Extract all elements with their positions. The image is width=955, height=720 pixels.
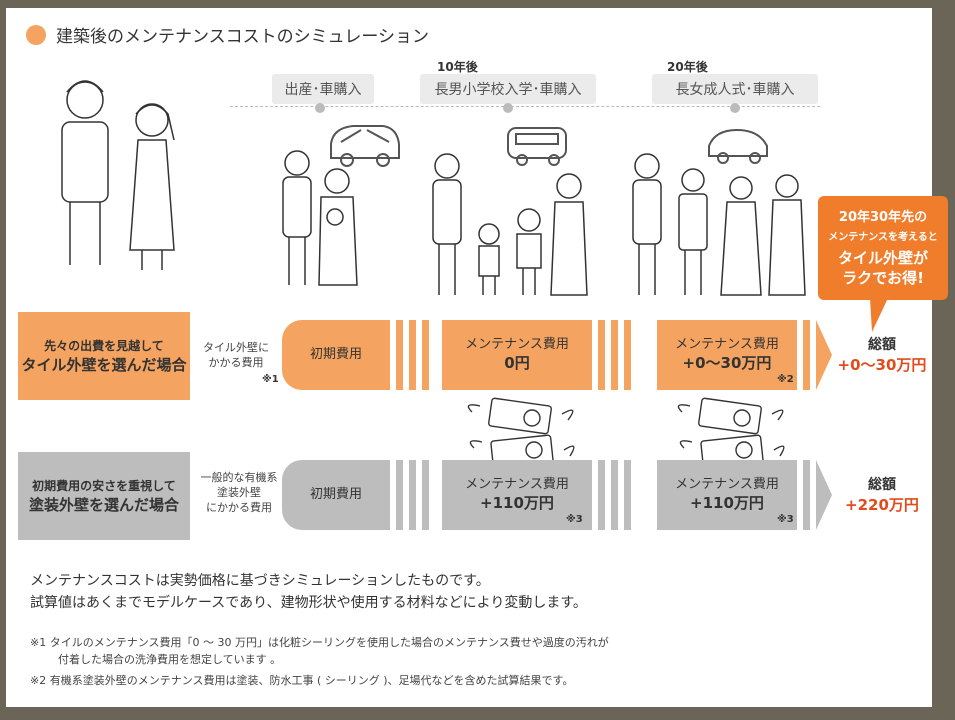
paint-seg2-note: ※3	[777, 514, 794, 525]
paint-cost-bar: 初期費用 メンテナンス費用 +110万円 メンテナンス費用 +110万円	[282, 460, 832, 530]
milestone-20y-label: 長女成人式･車購入	[675, 82, 795, 98]
timeline-dot	[730, 103, 740, 113]
bar-stripe	[611, 320, 618, 390]
tile-initial-label: 初期費用	[309, 347, 362, 362]
tile-seg1-value: 0円	[504, 354, 530, 372]
tile-sub-line1: タイル外壁に	[203, 341, 269, 354]
minivan-icon	[507, 127, 567, 166]
car-icon	[330, 125, 400, 167]
paint-sub-line1: 一般的な有機系	[200, 471, 278, 484]
arrow-head-icon	[816, 460, 832, 530]
timeline-dot	[503, 103, 513, 113]
tile-maintenance-10y: メンテナンス費用 0円	[442, 320, 592, 390]
tile-row-label: 先々の出費を見越して タイル外壁を選んだ場合	[18, 312, 190, 400]
paint-seg1-value: +110万円	[480, 494, 554, 512]
bar-stripe	[803, 320, 810, 390]
family-adult-illustration-icon	[632, 153, 806, 296]
family-school-illustration-icon	[432, 153, 588, 296]
explanation-line2: 試算値はあくまでモデルケースであり、建物形状や使用する材料などにより変動します。	[30, 595, 587, 611]
paint-initial-label: 初期費用	[309, 487, 362, 502]
paint-total-label: 総額	[868, 477, 896, 493]
paint-row-label-small: 初期費用の安さを重視して	[32, 479, 176, 493]
bar-stripe	[624, 320, 631, 390]
paint-total: 総額 +220万円	[832, 475, 932, 515]
bar-stripe	[803, 460, 810, 530]
tile-row-sublabel: タイル外壁に かかる費用	[196, 340, 276, 370]
paint-row-sublabel: 一般的な有機系 塗装外壁 にかかる費用	[196, 470, 282, 515]
bar-stripe	[396, 460, 403, 530]
bullet-dot-icon	[26, 24, 46, 45]
arrow-head-icon	[816, 320, 832, 390]
tile-seg2-label: メンテナンス費用	[675, 337, 779, 352]
couple-illustration-icon	[61, 80, 175, 270]
footnote-1: ※1 タイルのメンテナンス費用「0 〜 30 万円」は化粧シーリングを使用した場…	[30, 634, 609, 668]
paint-seg2-label: メンテナンス費用	[675, 477, 779, 492]
tile-row-label-big: タイル外壁を選んだ場合	[21, 356, 187, 374]
tile-initial-cost: 初期費用	[282, 320, 390, 390]
callout-line4: ラクでお得!	[842, 269, 924, 287]
paint-seg1-label: メンテナンス費用	[465, 477, 569, 492]
tile-total-value: +0〜30万円	[837, 356, 927, 374]
bar-stripe	[409, 460, 416, 530]
tile-total-label: 総額	[868, 337, 896, 353]
paint-maintenance-20y: メンテナンス費用 +110万円	[657, 460, 797, 530]
bar-stripe	[396, 320, 403, 390]
bar-stripe	[409, 320, 416, 390]
bar-stripe	[598, 320, 605, 390]
tile-sub-note: ※1	[262, 374, 279, 385]
tile-row-label-small: 先々の出費を見越して	[44, 339, 164, 353]
heading-text: 建築後のメンテナンスコストのシミュレーション	[56, 27, 429, 47]
paint-initial-cost: 初期費用	[282, 460, 390, 530]
paint-total-value: +220万円	[845, 496, 919, 514]
tile-maintenance-20y: メンテナンス費用 +0〜30万円	[657, 320, 797, 390]
bar-stripe	[611, 460, 618, 530]
milestone-10y: 長男小学校入学･車購入	[420, 74, 596, 104]
paint-sub-line2: 塗装外壁	[217, 486, 261, 499]
milestone-10y-label: 長男小学校入学･車購入	[434, 82, 582, 98]
footnote-1b: 付着した場合の洗浄費用を想定しています 。	[58, 653, 282, 666]
paint-sub-line3: にかかる費用	[206, 501, 272, 514]
paint-seg2-value: +110万円	[690, 494, 764, 512]
bar-stripe	[598, 460, 605, 530]
callout-pointer-icon	[870, 298, 888, 332]
callout-line1: 20年30年先の	[838, 210, 928, 225]
tile-cost-bar: 初期費用 メンテナンス費用 0円 メンテナンス費用 +0〜30万円	[282, 320, 832, 390]
tile-sub-line2: かかる費用	[208, 356, 264, 369]
timeline-dot	[315, 103, 325, 113]
milestone-20y-year: 20年後	[667, 60, 708, 74]
paint-row-label: 初期費用の安さを重視して 塗装外壁を選んだ場合	[18, 452, 190, 540]
section-heading: 建築後のメンテナンスコストのシミュレーション	[26, 22, 429, 47]
paint-row-label-big: 塗装外壁を選んだ場合	[28, 496, 179, 514]
callout-line2: メンテナンスを考えると	[828, 232, 938, 243]
callout-line3: タイル外壁が	[837, 249, 928, 267]
milestone-10y-year: 10年後	[437, 60, 478, 74]
bar-stripe	[422, 320, 429, 390]
milestone-20y: 長女成人式･車購入	[652, 74, 818, 104]
tile-seg2-value: +0〜30万円	[682, 354, 772, 372]
bar-stripe	[624, 460, 631, 530]
tile-seg2-note: ※2	[777, 374, 794, 385]
paint-maintenance-10y: メンテナンス費用 +110万円	[442, 460, 592, 530]
footnote-2: ※2 有機系塗装外壁のメンテナンス費用は塗装、防水工事 ( シーリング )、足場…	[30, 674, 574, 687]
milestone-birth: 出産･車購入	[272, 74, 374, 104]
tile-seg1-label: メンテナンス費用	[465, 337, 569, 352]
explanation-line1: メンテナンスコストは実勢価格に基づきシミュレーションしたものです。	[30, 573, 490, 589]
footnote-1a: ※1 タイルのメンテナンス費用「0 〜 30 万円」は化粧シーリングを使用した場…	[30, 636, 609, 649]
family-birth-illustration-icon	[282, 150, 358, 286]
milestone-birth-label: 出産･車購入	[284, 82, 362, 98]
compact-car-icon	[708, 128, 768, 164]
explanation-text: メンテナンスコストは実勢価格に基づきシミュレーションしたものです。 試算値はあく…	[30, 570, 587, 614]
paint-seg1-note: ※3	[566, 514, 583, 525]
tile-total: 総額 +0〜30万円	[832, 335, 932, 375]
tile-advantage-callout: 20年30年先の メンテナンスを考えると タイル外壁が ラクでお得!	[818, 196, 948, 300]
bar-stripe	[422, 460, 429, 530]
timeline-line	[230, 106, 820, 107]
